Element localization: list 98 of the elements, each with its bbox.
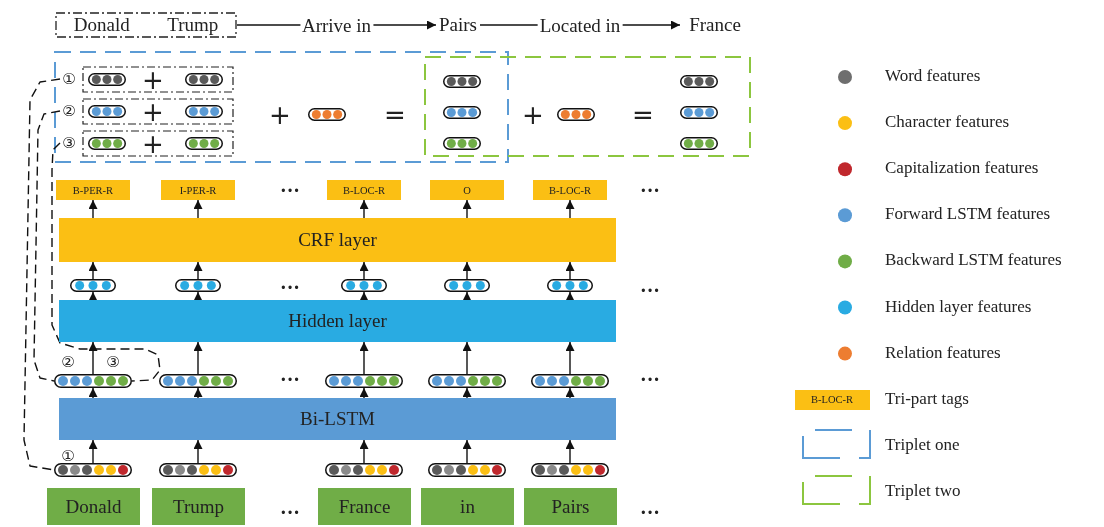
arrow [359, 199, 369, 219]
plus-sign: + [142, 131, 164, 157]
tag-box: B-LOC-R [327, 180, 401, 200]
feature-vector [325, 374, 403, 388]
ellipsis: ··· [280, 369, 300, 389]
leader-line [23, 78, 61, 471]
arrow [193, 387, 203, 399]
arrow [565, 261, 575, 280]
legend-text: Forward LSTM features [885, 204, 1051, 225]
layer-box: Bi-LSTM [59, 398, 616, 440]
tag-box: B-LOC-R [533, 180, 607, 200]
callout-number: ① [61, 448, 75, 464]
legend-text: Triplet one [885, 435, 960, 455]
arrow [462, 341, 472, 375]
legend-text: Triplet two [885, 481, 961, 501]
arrow [565, 341, 575, 375]
equals-sign: = [384, 102, 406, 128]
arrow [359, 341, 369, 375]
arrow [193, 261, 203, 280]
feature-vector [531, 463, 609, 477]
arrow [462, 199, 472, 219]
word-box: in [421, 488, 514, 525]
ellipsis: ··· [640, 180, 660, 200]
ellipsis: ··· [640, 280, 660, 300]
entity-label: Pairs [436, 13, 480, 37]
plus-sign: + [142, 67, 164, 93]
legend-text: Tri-part tags [885, 389, 969, 409]
tag-box: B-PER-R [56, 180, 130, 200]
feature-vector [54, 463, 132, 477]
arrow [193, 291, 203, 301]
feature-vector [428, 374, 506, 388]
callout-number: ③ [106, 354, 120, 370]
arrow [193, 199, 203, 219]
arrow [462, 387, 472, 399]
arrow [565, 387, 575, 399]
feature-vector [341, 279, 387, 292]
leader-line [33, 110, 61, 382]
arrow [565, 439, 575, 464]
arrow [462, 291, 472, 301]
tag-box: O [430, 180, 504, 200]
ellipsis: ··· [640, 369, 660, 389]
callout-number: ② [60, 101, 78, 121]
arrow [88, 341, 98, 375]
ellipsis: ··· [280, 277, 300, 297]
arrow [359, 387, 369, 399]
word-box: Donald [47, 488, 140, 525]
feature-vector [325, 463, 403, 477]
ellipsis: ··· [280, 502, 300, 522]
legend-text: Character features [885, 112, 1010, 133]
plus-sign: + [269, 102, 291, 128]
feature-vector [531, 374, 609, 388]
word-box: France [318, 488, 411, 525]
arrow [88, 439, 98, 464]
feature-vector [159, 463, 237, 477]
arrow [193, 341, 203, 375]
feature-vector [547, 279, 593, 292]
legend-text: Word features [885, 66, 981, 86]
arrow [88, 199, 98, 219]
layer-box: Hidden layer [59, 300, 616, 342]
feature-vector [159, 374, 237, 388]
equals-sign: = [632, 102, 654, 128]
arrow [565, 291, 575, 301]
word-box: Trump [152, 488, 245, 525]
callout-number: ③ [60, 133, 78, 153]
feature-vector [428, 463, 506, 477]
arrow [462, 261, 472, 280]
callout-number: ② [61, 354, 75, 370]
arrow [359, 439, 369, 464]
arrow [88, 291, 98, 301]
entity-label: France [680, 13, 750, 37]
entity-word: Donald [73, 14, 130, 36]
feature-vector [175, 279, 221, 292]
arrow [359, 261, 369, 280]
leader-line [51, 142, 161, 382]
feature-vector [444, 279, 490, 292]
feature-vector [54, 374, 132, 388]
feature-vector [70, 279, 116, 292]
arrow [462, 439, 472, 464]
legend-text: Capitalization features [885, 158, 1039, 179]
legend-text: Backward LSTM features [885, 250, 1062, 271]
arrow [565, 199, 575, 219]
arrow [88, 387, 98, 399]
layer-box: CRF layer [59, 218, 616, 262]
arrow [88, 261, 98, 280]
arrow [359, 291, 369, 301]
plus-sign: + [522, 102, 544, 128]
ellipsis: ··· [640, 502, 660, 522]
legend-text: Hidden layer features [885, 296, 1032, 317]
entity-box [55, 12, 237, 38]
callout-number: ① [60, 69, 78, 89]
legend-text: Relation features [885, 342, 1001, 363]
plus-sign: + [142, 99, 164, 125]
arrow [193, 439, 203, 464]
ellipsis: ··· [280, 180, 300, 200]
legend-sample-text: B-LOC-R [811, 394, 853, 406]
entity-word: Trump [167, 14, 219, 36]
word-box: Pairs [524, 488, 617, 525]
tag-box: I-PER-R [161, 180, 235, 200]
